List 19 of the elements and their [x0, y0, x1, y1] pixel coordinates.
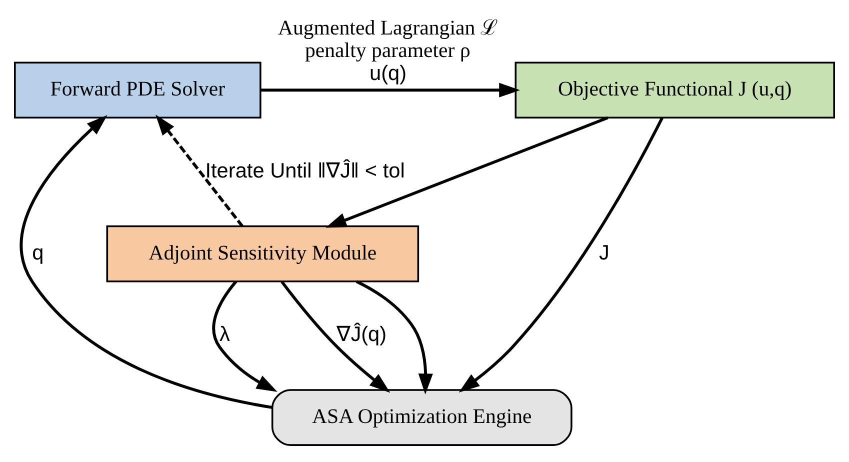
arrow — [458, 116, 664, 392]
edge-label: ∇Ĵ(q) — [336, 322, 387, 346]
edge-label: q — [32, 240, 44, 264]
arrow — [326, 116, 608, 228]
node-label: Augmented Lagrangian ℒ — [278, 15, 498, 40]
arrow — [260, 82, 520, 97]
arrow — [156, 114, 244, 227]
edge-label: J — [598, 240, 610, 264]
arrow — [20, 114, 272, 408]
node-box: ASA Optimization Engine — [271, 388, 572, 446]
arrow — [280, 280, 390, 392]
edge-label: λ — [220, 322, 230, 346]
node-box: Adjoint Sensitivity Module — [106, 224, 420, 282]
arrow — [212, 280, 278, 392]
edge-label: u(q) — [370, 62, 407, 85]
node-box: Forward PDE Solver — [14, 61, 262, 118]
arrow — [356, 280, 433, 394]
node-box: Objective Functional J (u,q) — [514, 61, 835, 118]
edge-label: Iterate Until ‖∇Ĵ‖ < tol — [205, 158, 405, 182]
